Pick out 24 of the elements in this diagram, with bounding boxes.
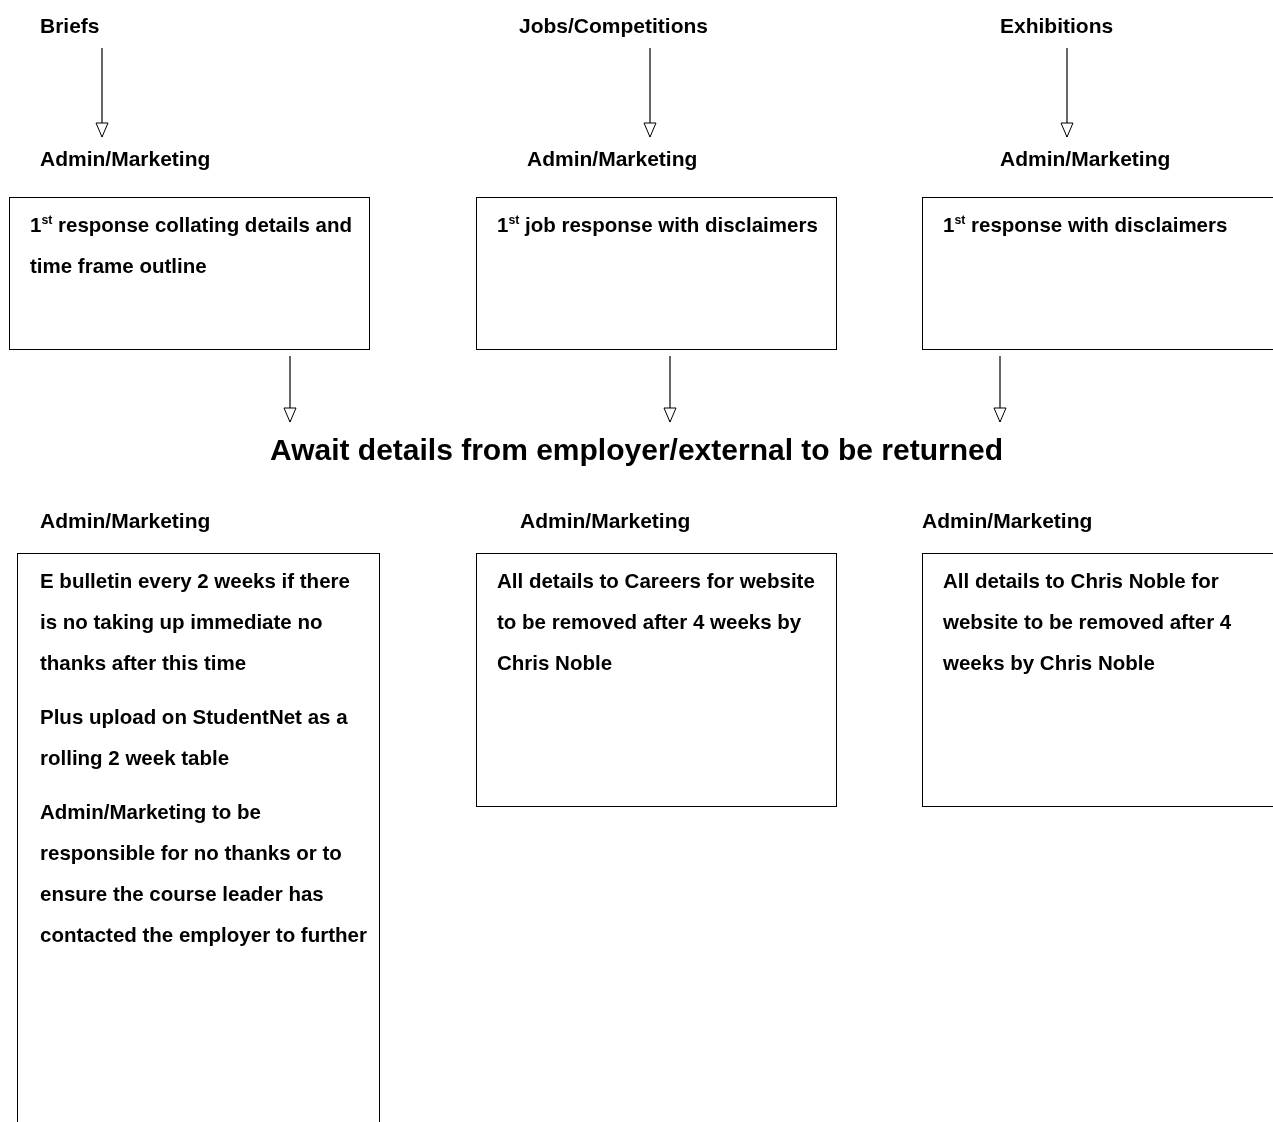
source-label: Jobs/Competitions (519, 10, 708, 42)
step-text: 1$^{st}$ job response with disclaimers (497, 212, 819, 238)
step-text: All details to Chris Noble for website to be removed after 4 weeks by Chris Noble (943, 568, 1233, 676)
step-text: Admin/Marketing to be responsible for no thanks or to ensure the course leader has contacted the employer to further (40, 799, 367, 948)
role-heading: Admin/Marketing (40, 147, 211, 170)
source-label: Briefs (40, 10, 100, 42)
source-label: Exhibitions (1000, 10, 1114, 42)
role-heading: Admin/Marketing (40, 509, 211, 532)
down-arrow (993, 355, 1007, 423)
step-text: 1$^{st}$ response collating details and time frame outline (30, 212, 353, 279)
down-arrow (283, 355, 297, 423)
down-arrow (95, 47, 109, 138)
down-arrow (643, 47, 657, 138)
role-heading: Admin/Marketing (527, 147, 698, 170)
step-text: Plus upload on StudentNet as a rolling 2 week table (40, 704, 349, 771)
step-text: All details to Careers for website to be removed after 4 weeks by Chris Noble (497, 568, 816, 676)
step-text: 1$^{st}$ response with disclaimers (943, 212, 1229, 238)
role-heading: Admin/Marketing (520, 509, 691, 532)
status-heading: Await details from employer/external to be returned (270, 428, 1003, 472)
role-heading: Admin/Marketing (922, 509, 1093, 532)
step-text: E bulletin every 2 weeks if there is no taking up immediate no thanks after this time (40, 568, 351, 676)
down-arrow (1060, 47, 1074, 138)
role-heading: Admin/Marketing (1000, 147, 1171, 170)
down-arrow (663, 355, 677, 423)
